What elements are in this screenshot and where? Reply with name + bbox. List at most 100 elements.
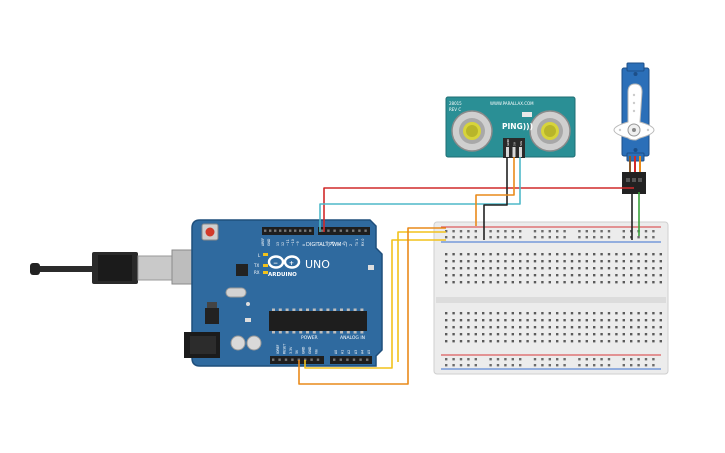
- rail-hole[interactable]: [533, 364, 537, 367]
- terminal-hole[interactable]: [548, 340, 551, 343]
- terminal-hole[interactable]: [644, 326, 648, 329]
- terminal-hole[interactable]: [644, 333, 648, 336]
- rail-hole[interactable]: [541, 230, 544, 233]
- rail-hole[interactable]: [496, 358, 500, 361]
- terminal-hole[interactable]: [467, 333, 470, 336]
- terminal-hole[interactable]: [541, 260, 544, 263]
- terminal-hole[interactable]: [504, 274, 507, 277]
- terminal-hole[interactable]: [585, 312, 588, 315]
- terminal-hole[interactable]: [556, 260, 559, 263]
- terminal-hole[interactable]: [511, 281, 514, 284]
- terminal-hole[interactable]: [467, 267, 470, 270]
- terminal-hole[interactable]: [593, 274, 596, 277]
- terminal-hole[interactable]: [504, 267, 507, 270]
- rail-hole[interactable]: [504, 236, 507, 239]
- terminal-hole[interactable]: [637, 312, 640, 315]
- terminal-hole[interactable]: [504, 333, 507, 336]
- rail-hole[interactable]: [556, 364, 559, 367]
- rail-hole[interactable]: [459, 364, 463, 367]
- terminal-hole[interactable]: [482, 326, 485, 329]
- terminal-hole[interactable]: [519, 319, 522, 322]
- terminal-hole[interactable]: [445, 312, 448, 315]
- rail-hole[interactable]: [644, 358, 648, 361]
- terminal-hole[interactable]: [504, 340, 507, 343]
- terminal-hole[interactable]: [615, 281, 618, 284]
- terminal-hole[interactable]: [622, 260, 625, 263]
- terminal-hole[interactable]: [615, 267, 618, 270]
- terminal-hole[interactable]: [482, 253, 485, 256]
- rail-hole[interactable]: [578, 236, 581, 239]
- rail-hole[interactable]: [548, 364, 551, 367]
- terminal-hole[interactable]: [459, 319, 463, 322]
- terminal-hole[interactable]: [593, 319, 596, 322]
- terminal-hole[interactable]: [593, 267, 596, 270]
- terminal-hole[interactable]: [556, 326, 559, 329]
- rail-hole[interactable]: [452, 236, 455, 239]
- terminal-hole[interactable]: [563, 340, 566, 343]
- rail-hole[interactable]: [511, 230, 514, 233]
- terminal-hole[interactable]: [615, 326, 618, 329]
- terminal-hole[interactable]: [607, 267, 611, 270]
- terminal-hole[interactable]: [474, 267, 477, 270]
- terminal-hole[interactable]: [556, 253, 559, 256]
- terminal-hole[interactable]: [630, 312, 633, 315]
- terminal-hole[interactable]: [600, 253, 603, 256]
- rail-hole[interactable]: [600, 364, 603, 367]
- terminal-hole[interactable]: [585, 274, 588, 277]
- analog-header[interactable]: [330, 356, 372, 364]
- terminal-hole[interactable]: [533, 281, 537, 284]
- terminal-hole[interactable]: [496, 253, 500, 256]
- terminal-hole[interactable]: [556, 274, 559, 277]
- terminal-hole[interactable]: [467, 274, 470, 277]
- terminal-hole[interactable]: [459, 281, 463, 284]
- terminal-hole[interactable]: [459, 326, 463, 329]
- terminal-hole[interactable]: [526, 312, 529, 315]
- terminal-hole[interactable]: [622, 333, 625, 336]
- terminal-hole[interactable]: [615, 274, 618, 277]
- terminal-hole[interactable]: [533, 340, 537, 343]
- rail-hole[interactable]: [445, 364, 448, 367]
- terminal-hole[interactable]: [489, 326, 492, 329]
- terminal-hole[interactable]: [659, 319, 662, 322]
- terminal-hole[interactable]: [600, 260, 603, 263]
- terminal-hole[interactable]: [519, 281, 522, 284]
- rail-hole[interactable]: [548, 236, 551, 239]
- rail-hole[interactable]: [519, 236, 522, 239]
- terminal-hole[interactable]: [474, 253, 477, 256]
- terminal-hole[interactable]: [556, 267, 559, 270]
- ultrasonic-sensor[interactable]: WWW.PARALLAX.COM 28015 REV C PING))) GND…: [445, 96, 576, 158]
- rail-hole[interactable]: [637, 364, 640, 367]
- terminal-hole[interactable]: [644, 281, 648, 284]
- rail-hole[interactable]: [489, 364, 492, 367]
- terminal-hole[interactable]: [482, 312, 485, 315]
- terminal-hole[interactable]: [459, 333, 463, 336]
- rail-hole[interactable]: [467, 358, 470, 361]
- terminal-hole[interactable]: [607, 333, 611, 336]
- rail-hole[interactable]: [600, 358, 603, 361]
- terminal-hole[interactable]: [607, 253, 611, 256]
- rail-hole[interactable]: [496, 364, 500, 367]
- terminal-hole[interactable]: [600, 326, 603, 329]
- rail-hole[interactable]: [600, 236, 603, 239]
- rail-hole[interactable]: [607, 364, 611, 367]
- terminal-hole[interactable]: [570, 274, 574, 277]
- rail-hole[interactable]: [548, 230, 551, 233]
- terminal-hole[interactable]: [519, 333, 522, 336]
- terminal-hole[interactable]: [637, 333, 640, 336]
- terminal-hole[interactable]: [489, 260, 492, 263]
- terminal-hole[interactable]: [533, 312, 537, 315]
- rail-hole[interactable]: [533, 236, 537, 239]
- rail-hole[interactable]: [452, 364, 455, 367]
- terminal-hole[interactable]: [570, 333, 574, 336]
- terminal-hole[interactable]: [578, 281, 581, 284]
- terminal-hole[interactable]: [452, 274, 455, 277]
- terminal-hole[interactable]: [644, 312, 648, 315]
- rail-hole[interactable]: [644, 236, 648, 239]
- terminal-hole[interactable]: [445, 340, 448, 343]
- terminal-hole[interactable]: [504, 319, 507, 322]
- terminal-hole[interactable]: [607, 326, 611, 329]
- rail-hole[interactable]: [585, 364, 588, 367]
- terminal-hole[interactable]: [607, 340, 611, 343]
- terminal-hole[interactable]: [630, 274, 633, 277]
- terminal-hole[interactable]: [659, 281, 662, 284]
